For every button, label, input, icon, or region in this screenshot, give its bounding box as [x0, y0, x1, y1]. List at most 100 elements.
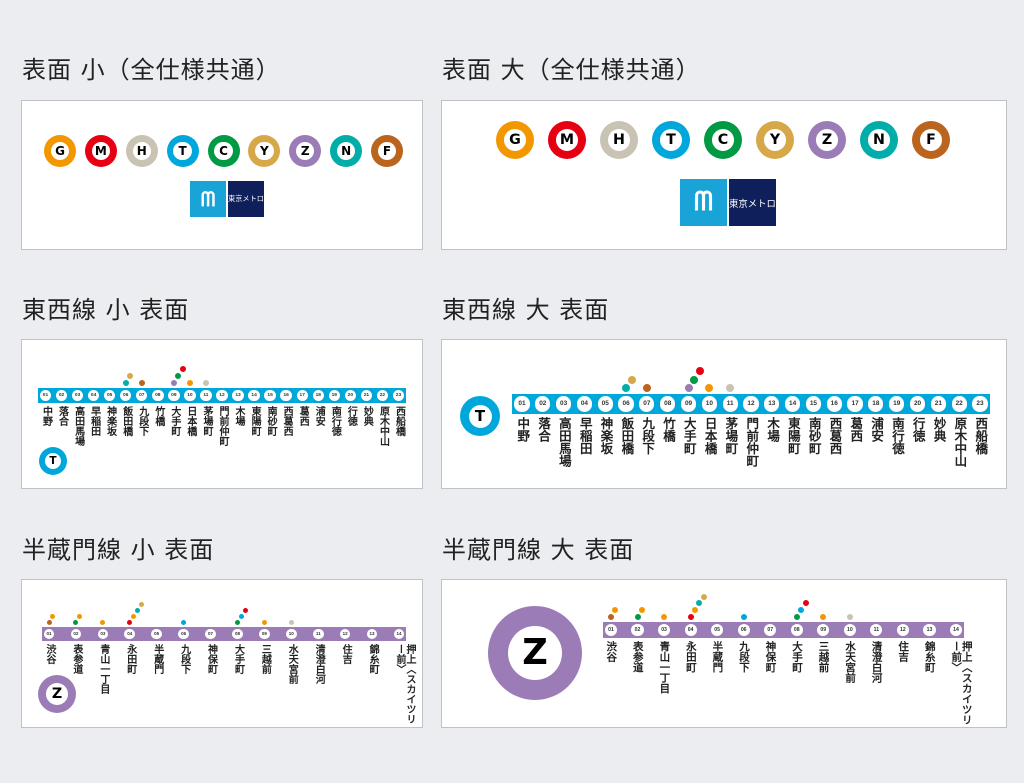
line-symbol-letter: H — [132, 141, 151, 161]
station-name: 青山一丁目 — [658, 641, 671, 694]
station-number-badge: 15 — [805, 396, 822, 412]
station-name: 行徳 — [910, 417, 926, 442]
station-number-badge: 12 — [216, 389, 228, 402]
line-symbol-letter: M — [91, 141, 111, 161]
station-number-badge: 03 — [556, 396, 572, 412]
line-symbol-c-icon: C — [704, 121, 742, 159]
transfer-z-icon — [683, 383, 694, 393]
line-symbol-letter: N — [336, 141, 356, 161]
station-number-badge: 02 — [55, 389, 68, 402]
station-number-badge: 19 — [889, 396, 905, 412]
station-number-badge: 08 — [152, 389, 164, 402]
section-title-hanzomon-large: 半蔵門線 大 表面 — [442, 536, 635, 564]
station-name: 三越前 — [259, 644, 271, 674]
transfer-n-icon — [133, 607, 141, 615]
transfer-m-icon — [241, 607, 249, 615]
line-symbol-y-icon: Y — [248, 135, 281, 167]
station-name: 浦安 — [313, 406, 325, 426]
station-name: 永田町 — [684, 641, 697, 673]
station-number-badge: 07 — [205, 628, 216, 640]
station-number-badge: 05 — [711, 623, 724, 637]
line-symbol-t-icon: T — [166, 135, 199, 167]
section-title-hanzomon-small: 半蔵門線 小 表面 — [22, 536, 215, 564]
line-symbol-letter: T — [173, 141, 192, 161]
station-number-badge: 09 — [817, 623, 830, 637]
station-name: 大手町 — [791, 641, 804, 673]
station-number-badge: 14 — [248, 389, 260, 402]
station-number-badge: 23 — [392, 389, 405, 402]
station-name: 神楽坂 — [104, 406, 116, 436]
station-number-badge: 10 — [843, 623, 856, 637]
station-name: 半蔵門 — [151, 644, 163, 674]
transfer-m-icon — [178, 365, 187, 374]
transfer-h-icon — [287, 619, 295, 626]
station-name: 落合 — [536, 417, 552, 442]
station-number-badge: 12 — [743, 396, 759, 412]
station-number-badge: 20 — [909, 396, 926, 412]
station-name: 門前仲町 — [744, 417, 760, 467]
station-name: 浦安 — [869, 417, 885, 442]
station-name: 西船橋 — [973, 417, 989, 455]
line-symbol-t-icon: T — [652, 121, 690, 159]
station-number-badge: 10 — [701, 396, 717, 412]
line-symbol-z-icon: Z — [38, 675, 76, 713]
station-number-badge: 01 — [604, 623, 618, 637]
transfer-c-icon — [72, 619, 80, 626]
station-number-badge: 01 — [39, 389, 52, 402]
line-symbol-letter: Z — [46, 683, 68, 705]
station-number-badge: 07 — [764, 623, 777, 637]
station-number-badge: 03 — [97, 628, 109, 640]
station-number-badge: 18 — [868, 396, 884, 412]
station-name: 東陽町 — [785, 417, 801, 455]
station-name: 三越前 — [817, 641, 830, 673]
line-symbol-h-icon: H — [125, 135, 158, 167]
transfer-m-icon — [801, 599, 810, 608]
line-symbol-f-icon: F — [912, 121, 950, 159]
station-number-badge: 09 — [680, 396, 697, 412]
station-name: 飯田橋 — [619, 417, 635, 455]
station-name: 大手町 — [681, 417, 697, 455]
station-name: 錦糸町 — [367, 644, 379, 674]
station-number-badge: 10 — [285, 628, 297, 640]
transfer-h-icon — [845, 613, 854, 621]
station-number-badge: 08 — [660, 396, 676, 412]
station-name: 表参道 — [70, 644, 82, 674]
station-number-badge: 22 — [951, 396, 967, 412]
station-name: 西葛西 — [827, 417, 843, 455]
transfer-f-icon — [137, 379, 146, 387]
transfer-g-icon — [260, 619, 268, 626]
station-number-badge: 03 — [71, 389, 84, 402]
station-number-badge: 02 — [70, 628, 82, 640]
station-number-badge: 07 — [639, 396, 655, 412]
station-number-badge: 22 — [376, 389, 389, 402]
transfer-m-icon — [694, 366, 705, 376]
station-number-badge: 13 — [232, 389, 244, 402]
station-number-badge: 08 — [232, 628, 243, 640]
station-name: 大手町 — [232, 644, 244, 674]
station-number-badge: 14 — [949, 623, 963, 637]
line-symbol-letter: Z — [296, 141, 315, 161]
station-name: 日本橋 — [702, 417, 718, 455]
transfer-f-icon — [641, 383, 652, 393]
section-title-common-small: 表面 小（全仕様共通） — [22, 56, 281, 84]
station-name: 妙典 — [361, 406, 373, 426]
station-name: 竹橋 — [152, 406, 164, 426]
station-number-badge: 06 — [737, 623, 750, 637]
station-number-badge: 09 — [259, 628, 270, 640]
station-name: 神楽坂 — [598, 417, 614, 455]
transfer-t-icon — [797, 606, 806, 615]
station-name: 九段下 — [737, 641, 750, 673]
line-symbol-letter: Y — [255, 141, 274, 161]
station-name: 大手町 — [168, 406, 180, 436]
transfer-g-icon — [637, 606, 646, 615]
station-number-badge: 02 — [535, 396, 551, 412]
station-name: 早稲田 — [88, 406, 100, 436]
transfer-g-icon — [691, 606, 699, 615]
station-number-badge: 16 — [280, 389, 292, 402]
section-title-tozai-small: 東西線 小 表面 — [22, 296, 190, 324]
line-symbol-h-icon: H — [600, 121, 638, 159]
line-bar — [42, 627, 406, 641]
station-number-badge: 21 — [360, 389, 373, 402]
